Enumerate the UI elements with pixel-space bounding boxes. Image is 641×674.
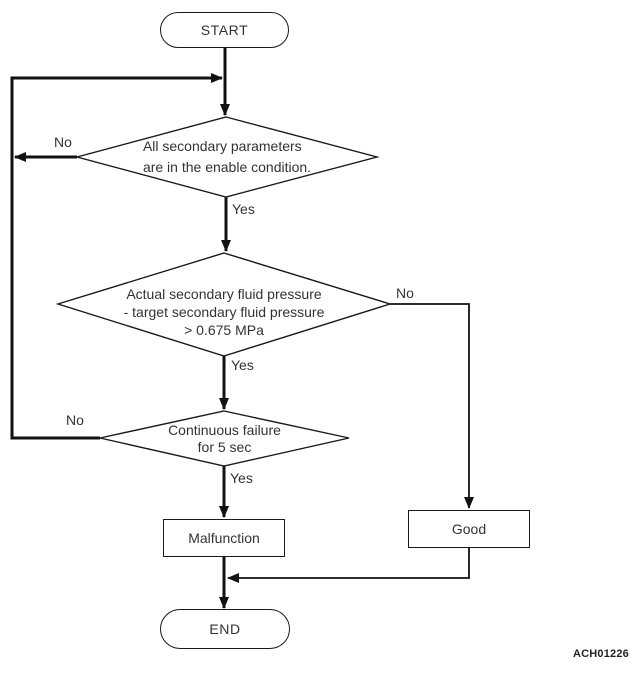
decision2-no-label: No — [396, 285, 414, 301]
good-box: Good — [408, 510, 530, 548]
decision1-no-label: No — [54, 134, 72, 150]
decision3-no-label: No — [66, 412, 84, 428]
decision2-diamond-shape — [55, 252, 393, 357]
decision2-yes-label: Yes — [231, 357, 254, 373]
decision1-yes-label: Yes — [232, 201, 255, 217]
end-label: END — [209, 621, 241, 637]
malfunction-label: Malfunction — [188, 530, 260, 546]
arrow-decision2-no-to-good — [390, 303, 474, 509]
decision3-diamond-shape — [99, 410, 350, 467]
good-label: Good — [451, 521, 487, 537]
loop-line-decision3-no — [10, 73, 223, 440]
figure-code: ACH01226 — [572, 648, 629, 660]
decision3-yes-label: Yes — [230, 470, 253, 486]
start-label: START — [200, 22, 249, 38]
arrow-good-to-merge — [227, 548, 470, 583]
malfunction-box: Malfunction — [163, 519, 285, 557]
start-node: START — [160, 12, 289, 48]
decision1-diamond-shape — [74, 116, 380, 198]
end-node: END — [160, 609, 290, 649]
